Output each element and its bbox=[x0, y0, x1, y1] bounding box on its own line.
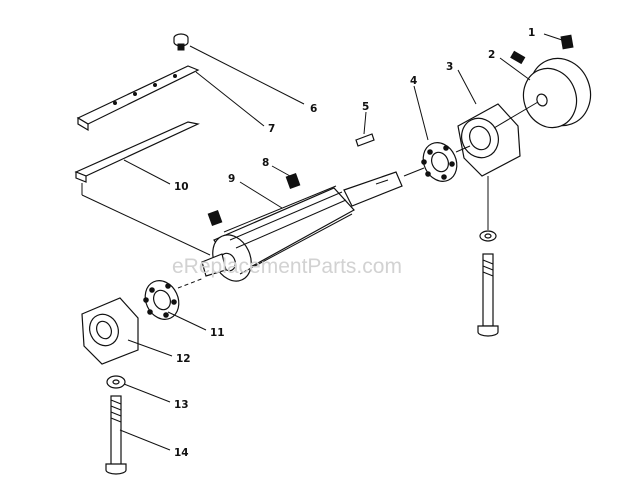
part-5-key bbox=[355, 133, 375, 147]
callout-3: 3 bbox=[446, 61, 453, 73]
callout-11: 11 bbox=[210, 327, 225, 339]
right-bolt-assembly bbox=[477, 230, 499, 337]
part-11-bearing bbox=[143, 280, 180, 320]
callout-1: 1 bbox=[528, 27, 535, 39]
callout-4: 4 bbox=[410, 75, 417, 87]
callout-7: 7 bbox=[268, 123, 275, 135]
part-4-bearing bbox=[421, 142, 458, 182]
callout-5: 5 bbox=[362, 101, 369, 113]
part-1-set-screw bbox=[560, 34, 574, 50]
callout-9: 9 bbox=[228, 173, 235, 185]
part-2-pulley bbox=[510, 50, 592, 129]
callout-14: 14 bbox=[174, 447, 189, 459]
callout-10: 10 bbox=[174, 181, 189, 193]
part-8-set-screw bbox=[207, 173, 301, 226]
watermark-text: eReplacementParts.com bbox=[172, 255, 402, 278]
part-7-knife-bar bbox=[76, 65, 200, 132]
callout-2: 2 bbox=[488, 49, 495, 61]
part-12-housing bbox=[81, 297, 139, 365]
callout-13: 13 bbox=[174, 399, 189, 411]
callout-6: 6 bbox=[310, 103, 317, 115]
part-3-housing bbox=[457, 103, 521, 177]
part-9-cutter-head bbox=[201, 171, 403, 282]
callout-8: 8 bbox=[262, 157, 269, 169]
part-10-blade bbox=[74, 121, 211, 256]
assembly-axis bbox=[177, 101, 539, 289]
part-13-washer bbox=[106, 375, 126, 389]
leader-lines bbox=[119, 33, 563, 451]
callout-12: 12 bbox=[176, 353, 191, 365]
part-14-bolt bbox=[105, 395, 127, 475]
part-6-screw bbox=[173, 33, 189, 51]
